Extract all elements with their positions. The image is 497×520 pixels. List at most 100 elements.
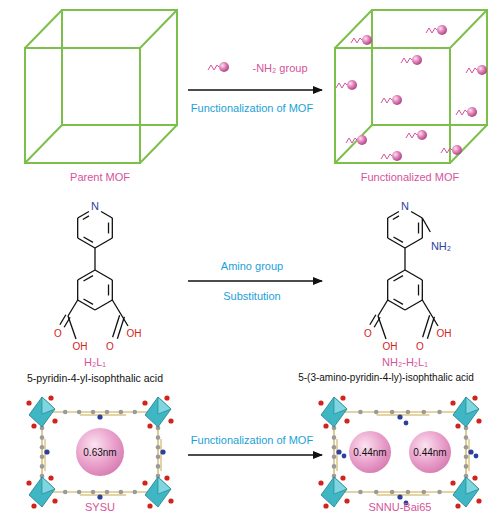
metal-octahedron: [145, 397, 171, 427]
squiggle: [336, 83, 347, 88]
parent-cube: [25, 10, 177, 163]
oxygen-atom: [472, 475, 477, 480]
bond: [84, 237, 93, 242]
pore-size: 0.44nm: [353, 447, 386, 458]
oxygen-atom: [52, 418, 57, 423]
carbon-atom: [390, 410, 395, 415]
arrow-label: Substitution: [223, 291, 280, 302]
nitrogen-atom: [97, 494, 102, 499]
carbon-atom: [40, 445, 45, 450]
carbon-atom: [464, 464, 469, 469]
carbon-atom: [40, 464, 45, 469]
oxygen-atom: [318, 400, 323, 405]
bond: [405, 238, 422, 248]
amino-ball: [452, 145, 462, 155]
bond: [378, 300, 388, 316]
metal-octahedron: [29, 397, 55, 427]
pore-sphere: 0.63nm: [76, 428, 124, 476]
oxygen-atom: [340, 395, 345, 400]
oxygen-atom: [26, 400, 31, 405]
linker-bond: [377, 415, 430, 416]
carbon-atom: [332, 445, 337, 450]
atom-label: OH: [383, 342, 398, 352]
carbon-atom: [464, 445, 469, 450]
carbon-atom: [156, 455, 161, 460]
bond: [84, 276, 93, 281]
carbon-atom: [406, 490, 411, 495]
amino-ball: [437, 25, 447, 35]
arrow-label: Functionalization of MOF: [191, 435, 313, 446]
oxygen-atom: [31, 503, 36, 508]
nitrogen-atom: [468, 449, 473, 454]
oxygen-atom: [344, 498, 349, 503]
linker-bond: [469, 439, 470, 471]
framework-name: SNNU-Bai65: [369, 502, 432, 513]
carbon-atom: [437, 410, 442, 415]
oxygen-atom: [472, 395, 477, 400]
oxygen-atom: [168, 498, 173, 503]
bond: [94, 248, 95, 270]
bond: [101, 212, 112, 219]
bond: [427, 317, 434, 339]
carbon-atom: [332, 455, 337, 460]
bond: [404, 248, 405, 270]
atom-label: NH₂: [431, 241, 451, 252]
bond: [108, 223, 109, 234]
squiggle: [208, 65, 219, 70]
nitrogen-atom: [160, 449, 165, 454]
oxygen-atom: [344, 418, 349, 423]
nitrogen-atom: [336, 449, 341, 454]
bond: [68, 300, 78, 316]
linker-bond: [334, 411, 466, 412]
bond: [84, 299, 93, 304]
carbon-atom: [358, 410, 363, 415]
amino-ball: [392, 95, 402, 105]
carbon-atom: [437, 490, 442, 495]
bond: [77, 280, 78, 300]
metal-octahedron: [321, 477, 347, 507]
pore-sphere: 0.44nm: [409, 431, 451, 473]
amino-group-marks: [208, 28, 477, 159]
amino-ball: [362, 35, 372, 45]
pore-sphere: 0.44nm: [349, 431, 391, 473]
carbon-atom: [406, 410, 411, 415]
bond: [388, 270, 405, 280]
compound-name: 5-pyridin-4-yl-isophthalic acid: [27, 373, 163, 384]
bond: [112, 300, 122, 316]
amino-ball: [412, 55, 422, 65]
oxygen-atom: [450, 400, 455, 405]
oxygen-atom: [48, 395, 53, 400]
caption: Parent MOF: [70, 172, 130, 183]
oxygen-atom: [164, 475, 169, 480]
squiggle: [351, 38, 362, 43]
oxygen-atom: [26, 480, 31, 485]
amino-nitrogen: [404, 421, 409, 426]
metal-octahedron: [453, 397, 479, 427]
squiggle: [406, 133, 417, 138]
bond: [387, 218, 388, 238]
caption: Functionalized MOF: [361, 172, 459, 183]
carbon-atom: [119, 490, 124, 495]
carbon-atom: [358, 490, 363, 495]
bond: [411, 212, 422, 219]
carbon-atom: [105, 490, 110, 495]
atom-label: N: [401, 201, 409, 212]
atom-label: O: [54, 329, 62, 339]
carbon-atom: [374, 490, 379, 495]
compound-name: 5-(3-amino-pyridin-4-ly)-isophthalic aci…: [298, 373, 474, 383]
linker-bond: [161, 439, 162, 471]
bond: [95, 270, 112, 280]
amino-ball: [347, 80, 357, 90]
arrow-label: Functionalization of MOF: [191, 103, 313, 114]
carbon-atom: [332, 464, 337, 469]
squiggle: [401, 58, 412, 63]
linker-bond: [80, 495, 126, 496]
oxygen-atom: [147, 423, 152, 428]
bond: [432, 316, 438, 326]
amino-balls: [219, 25, 487, 161]
bond: [95, 300, 112, 310]
metal-octahedron: [29, 477, 55, 507]
bond: [370, 315, 376, 325]
oxygen-atom: [147, 503, 152, 508]
bond: [83, 216, 89, 220]
